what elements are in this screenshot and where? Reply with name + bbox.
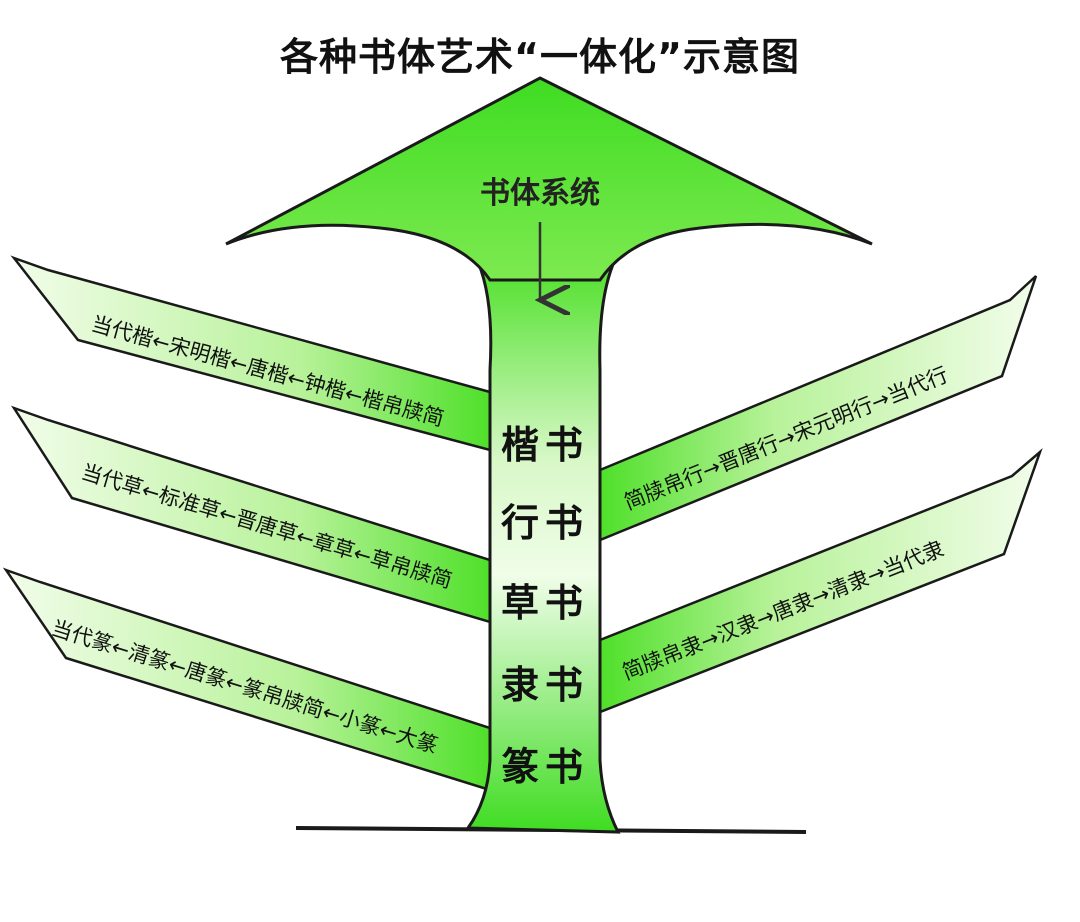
- trunk-label-lishu: 隶书: [501, 663, 589, 707]
- left-branch-3-text: 当代篆←清篆←唐篆←篆帛牍简←小篆←大篆: [49, 616, 441, 758]
- left-branch-2: 当代草←标准草←晋唐草←章草←草帛牍简: [10, 405, 492, 624]
- left-branch-2-text: 当代草←标准草←晋唐草←章草←草帛牍简: [79, 460, 455, 593]
- right-branch-1-text: 简牍帛行→晋唐行→宋元明行→当代行: [621, 362, 952, 514]
- trunk-label-caoshu: 草书: [501, 581, 589, 625]
- diagram-title: 各种书体艺术“一体化”示意图: [280, 35, 800, 79]
- left-branch-3: 当代篆←清篆←唐篆←篆帛牍简←小篆←大篆: [2, 567, 492, 792]
- system-label: 书体系统: [480, 176, 600, 211]
- trunk-label-kaishu: 楷书: [501, 423, 589, 467]
- trunk-label-xingshu: 行书: [501, 501, 589, 545]
- right-branch-2-text: 简牍帛隶→汉隶→唐隶→清隶→当代隶: [619, 536, 947, 684]
- left-branch-1: 当代楷←宋明楷←唐楷←钟楷←楷帛牍简: [10, 255, 492, 452]
- tree-trunk: [465, 260, 621, 834]
- tree-canopy-arrow: [225, 76, 873, 282]
- trunk-label-zhuanshu: 篆书: [501, 745, 589, 789]
